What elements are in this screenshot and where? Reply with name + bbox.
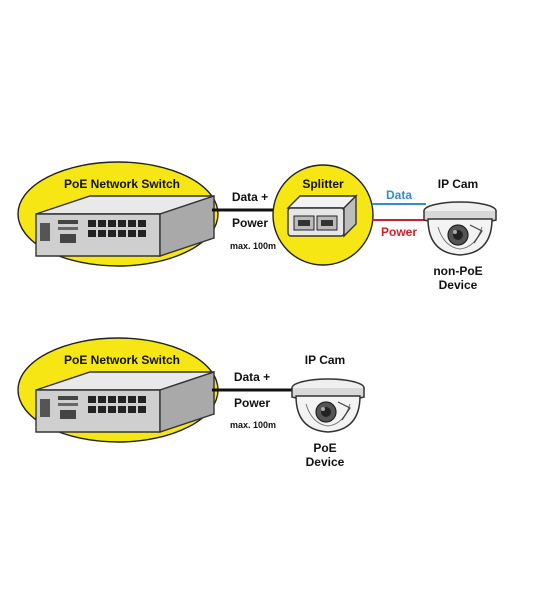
network-switch-icon [35, 195, 215, 257]
poe-splitter-icon [287, 195, 357, 237]
bottom-switch-label: PoE Network Switch [64, 353, 180, 367]
bottom-diagram: PoE Network Switch Data + Power max. 100… [17, 337, 365, 469]
top-link-line2: Power [232, 216, 268, 230]
dome-camera-icon [291, 378, 365, 433]
network-switch-icon [35, 371, 215, 433]
top-camera-title: IP Cam [438, 177, 478, 191]
splitter-label: Splitter [302, 177, 344, 191]
top-link-line1: Data + [232, 190, 268, 204]
bottom-camera-caption-line2: Device [306, 455, 345, 469]
data-label: Data [386, 188, 412, 202]
power-label: Power [381, 225, 417, 239]
top-switch-label: PoE Network Switch [64, 177, 180, 191]
bottom-camera-caption-line1: PoE [313, 441, 336, 455]
dome-camera-icon [423, 201, 497, 256]
bottom-link-distance: max. 100m [230, 420, 276, 430]
top-diagram: PoE Network Switch Data + Power max. 100… [17, 161, 497, 292]
top-camera-caption-line2: Device [439, 278, 478, 292]
top-link-distance: max. 100m [230, 241, 276, 251]
top-camera-caption-line1: non-PoE [433, 264, 482, 278]
bottom-camera-title: IP Cam [305, 353, 345, 367]
bottom-link-line1: Data + [234, 370, 270, 384]
bottom-link-line2: Power [234, 396, 270, 410]
